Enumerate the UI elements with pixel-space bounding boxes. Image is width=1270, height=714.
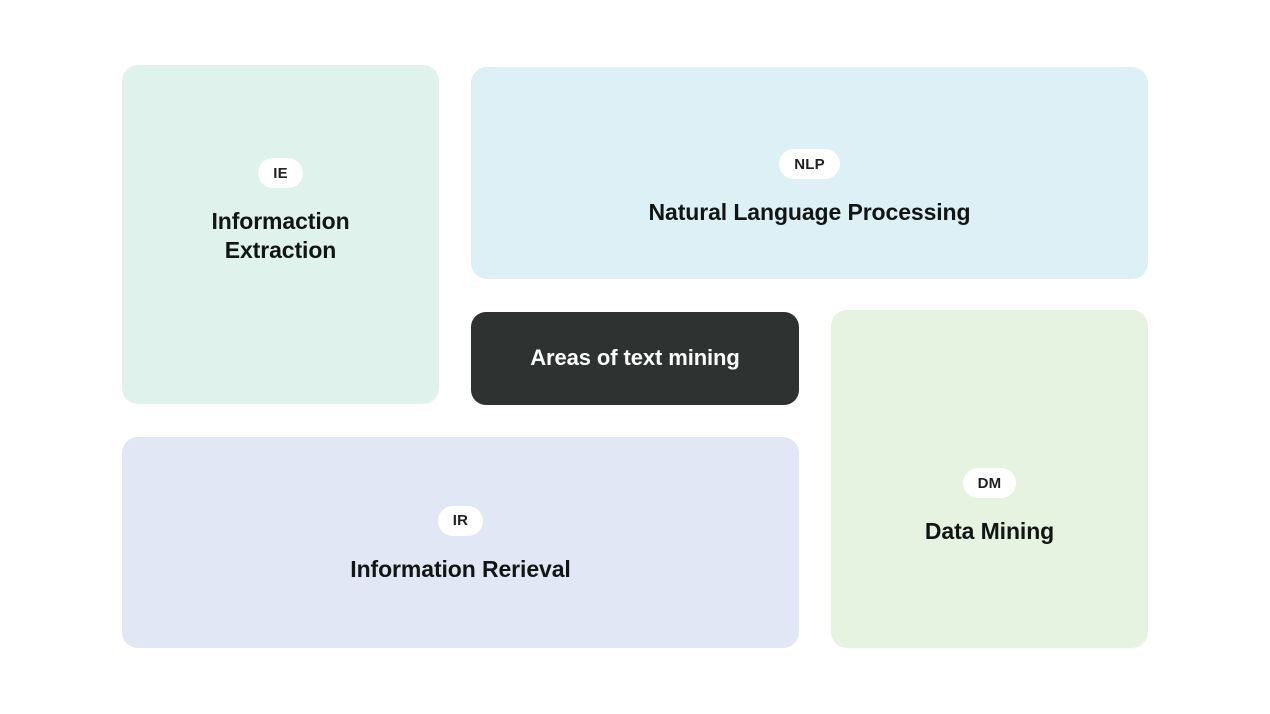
card-body: IE Informaction Extraction xyxy=(122,158,439,264)
card-title-data-mining: Data Mining xyxy=(924,518,1055,545)
badge-nlp: NLP xyxy=(779,149,840,180)
card-natural-language-processing[interactable]: NLP Natural Language Processing xyxy=(471,67,1148,279)
card-body: NLP Natural Language Processing xyxy=(471,149,1148,227)
card-title-information-extraction: Informaction Extraction xyxy=(211,208,350,263)
card-title-information-retrieval: Information Rerieval xyxy=(350,555,571,582)
card-title-natural-language-processing: Natural Language Processing xyxy=(648,199,971,226)
card-information-extraction[interactable]: IE Informaction Extraction xyxy=(122,65,439,404)
badge-ir: IR xyxy=(437,505,484,536)
card-body: IR Information Rerieval xyxy=(122,505,799,584)
badge-dm: DM xyxy=(962,468,1017,499)
card-data-mining[interactable]: DM Data Mining xyxy=(831,310,1148,648)
card-information-retrieval[interactable]: IR Information Rerieval xyxy=(122,437,799,648)
badge-ie: IE xyxy=(258,158,303,189)
card-center-hub[interactable]: Areas of text mining xyxy=(471,312,799,405)
card-body: DM Data Mining xyxy=(831,468,1148,546)
center-hub-title: Areas of text mining xyxy=(530,345,740,371)
